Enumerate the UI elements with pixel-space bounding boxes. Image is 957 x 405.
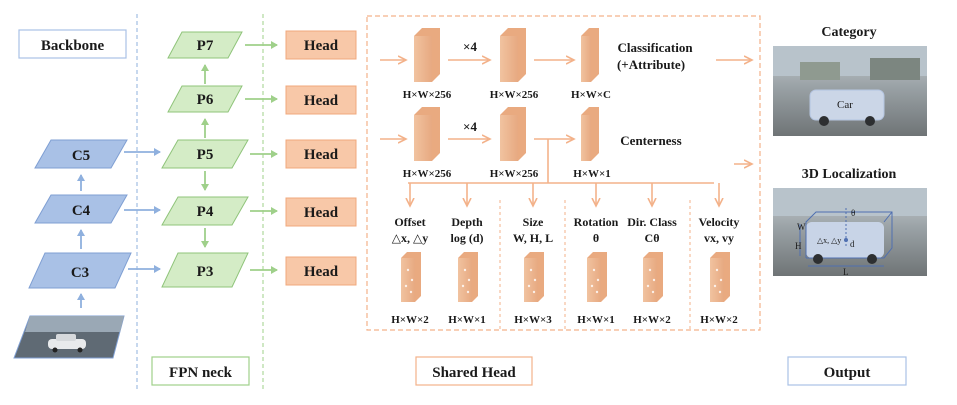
output-label-box	[787, 356, 907, 386]
branch-feature-map	[710, 252, 730, 302]
fpn-neck-label-box	[151, 356, 250, 386]
shared-head-label: Shared Head	[432, 365, 516, 381]
car-label: Car	[837, 99, 853, 111]
branch-feature-map	[587, 252, 607, 302]
branch-sub: θ	[593, 231, 599, 245]
fpn-neck-label: FPN neck	[169, 365, 233, 381]
head-box-p6: Head	[285, 85, 357, 115]
branch-sub: log (d)	[451, 231, 484, 245]
fpn-p3: P3	[161, 252, 249, 288]
head-label: Head	[304, 38, 339, 54]
head-label: Head	[304, 205, 339, 221]
branch-sub: △x, △y	[392, 231, 428, 245]
head-label: Head	[304, 93, 339, 109]
head-box-p5: Head	[285, 139, 357, 169]
head-box-p4: Head	[285, 197, 357, 227]
branch-2: Size W, H, L H×W×3	[513, 183, 553, 326]
fpn-p5: P5	[161, 139, 249, 169]
feature-map-cls-2	[500, 28, 526, 82]
fpn-p6: P6	[167, 85, 243, 113]
branch-dim: H×W×1	[448, 314, 486, 326]
backbone-c4: C4	[34, 194, 128, 224]
category-image: Car	[773, 46, 927, 136]
localization-image: W H L θ d △x, △y	[773, 188, 927, 277]
branch-name: Rotation	[574, 215, 619, 229]
annot-d: d	[850, 239, 855, 249]
shared-head-label-box	[415, 356, 533, 386]
head-label: Head	[304, 264, 339, 280]
branch-dim: H×W×2	[391, 314, 429, 326]
branch-feature-map	[643, 252, 663, 302]
branch-name: Dir. Class	[627, 215, 677, 229]
head-box-p7: Head	[285, 30, 357, 60]
backbone-label: Backbone	[41, 38, 105, 54]
branch-sub: vx, vy	[704, 231, 734, 245]
branch-name: Depth	[451, 215, 483, 229]
ctr-dim-2: H×W×256	[490, 168, 539, 180]
branch-feature-map	[401, 252, 421, 302]
feature-map-cls-1	[414, 28, 440, 82]
p4-label: P4	[197, 204, 214, 220]
branch-sub: W, H, L	[513, 231, 553, 245]
branch-dim: H×W×2	[700, 314, 738, 326]
annot-delta: △x, △y	[817, 236, 841, 245]
localization-title: 3D Localization	[802, 167, 897, 182]
p5-label: P5	[197, 147, 214, 163]
ctr-dim-1: H×W×256	[403, 168, 452, 180]
cls-times: ×4	[463, 39, 477, 54]
cls-dim-1: H×W×256	[403, 89, 452, 101]
input-image	[13, 315, 125, 359]
ctr-dim-3: H×W×1	[573, 168, 611, 180]
feature-map-cls-3	[581, 28, 599, 82]
branch-sub: Cθ	[645, 231, 660, 245]
branch-dim: H×W×2	[633, 314, 671, 326]
annot-w: W	[797, 222, 806, 232]
cls-dim-2: H×W×256	[490, 89, 539, 101]
branch-name: Size	[523, 215, 544, 229]
classification-label: Classification	[617, 40, 693, 55]
p3-label: P3	[197, 264, 214, 280]
c4-label: C4	[72, 203, 91, 219]
branch-name: Velocity	[699, 215, 740, 229]
category-title: Category	[821, 25, 876, 40]
cls-dim-3: H×W×C	[571, 89, 611, 101]
annot-h: H	[795, 241, 802, 251]
regression-branches: Offset △x, △y H×W×2 Depth log (d) H×W×1 SizeW,…	[391, 183, 739, 326]
c5-label: C5	[72, 148, 90, 164]
head-label: Head	[304, 147, 339, 163]
output-label: Output	[824, 365, 871, 381]
ctr-times: ×4	[463, 119, 477, 134]
feature-map-ctr-3	[581, 107, 599, 161]
annot-theta: θ	[851, 208, 855, 218]
branch-feature-map	[524, 252, 544, 302]
feature-map-ctr-1	[414, 107, 440, 161]
branch-name: Offset	[394, 215, 425, 229]
fpn-p4: P4	[161, 196, 249, 226]
branch-3: Rotation θH×W×1	[574, 183, 619, 326]
head-box-p3: Head	[285, 256, 357, 286]
branch-5: Velocity vx, vy H×W×2	[699, 183, 740, 326]
backbone-c3: C3	[28, 252, 132, 289]
attribute-label: (+Attribute)	[617, 57, 685, 72]
fpn-p7: P7	[167, 31, 243, 59]
branch-0: Offset △x, △y H×W×2	[391, 183, 429, 326]
branch-feature-map	[458, 252, 478, 302]
branch-1: Depth log (d) H×W×1	[448, 183, 486, 326]
backbone-c5: C5	[34, 139, 128, 169]
p7-label: P7	[197, 38, 214, 54]
annot-l: L	[843, 267, 849, 277]
feature-map-ctr-2	[500, 107, 526, 161]
c3-label: C3	[71, 265, 89, 281]
centerness-label: Centerness	[620, 133, 681, 148]
branch-dim: H×W×3	[514, 314, 552, 326]
shared-head-region	[366, 15, 761, 331]
branch-dim: H×W×1	[577, 314, 615, 326]
p6-label: P6	[197, 92, 214, 108]
backbone-label-box	[18, 29, 127, 59]
